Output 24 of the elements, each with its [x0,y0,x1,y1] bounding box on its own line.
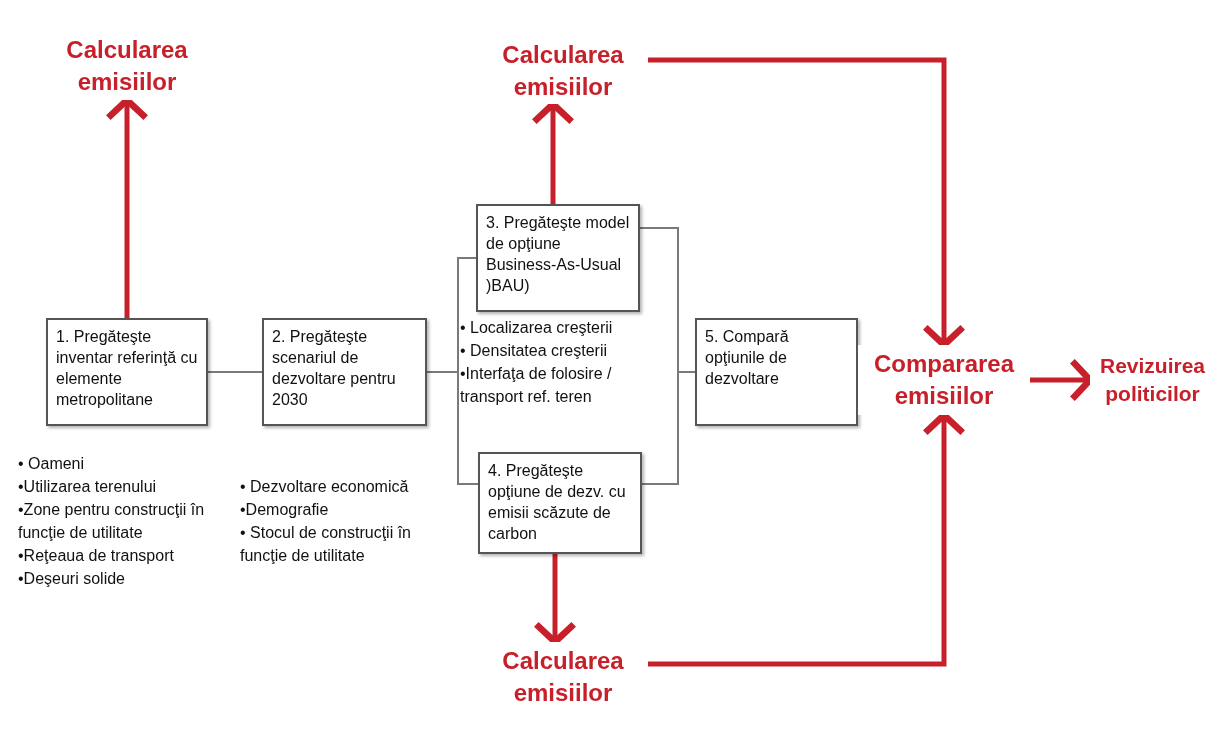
box-text: 2. Pregăteşte scenariul de dezvoltare pentru 2030 [272,327,397,410]
bullet-item: •Zone pentru construcţii în funcţie de utilitate [18,500,206,543]
process-box [476,204,640,312]
bullet-item: •Demografie [240,500,330,520]
bullet-item: • Stocul de construcţii în funcţie de utilitate [240,523,412,566]
process-box [46,318,208,426]
box-text: 3. Pregăteşte model de opţiune Business-As-Usual )BAU) [486,213,631,296]
connector-line [207,371,263,373]
bullet-item: • Oameni [18,454,86,474]
bullet-item: •Interfaţa de folosire / transport ref. teren [460,364,613,407]
process-box [262,318,427,426]
bullet-item: • Localizarea creşterii [460,318,614,338]
bullet-item: • Densitatea creşterii [460,341,608,361]
connector-line [426,371,479,485]
box-text: 4. Pregăteşte opţiune de dezv. cu emisii scăzute de carbon [488,461,627,544]
bullet-item: •Utilizarea terenului [18,477,158,497]
process-box [695,318,858,426]
box-text: 5. Compară opţiunile de dezvoltare [705,327,790,389]
connector-line [641,371,696,485]
process-box [478,452,642,554]
bullet-item: •Deşeuri solide [18,569,126,589]
bullet-item: • Dezvoltare economică [240,477,410,497]
box-text: 1. Pregăteşte inventar referinţă cu elemente metropolitane [56,327,199,410]
bullet-item: •Reţeaua de transport [18,546,175,566]
